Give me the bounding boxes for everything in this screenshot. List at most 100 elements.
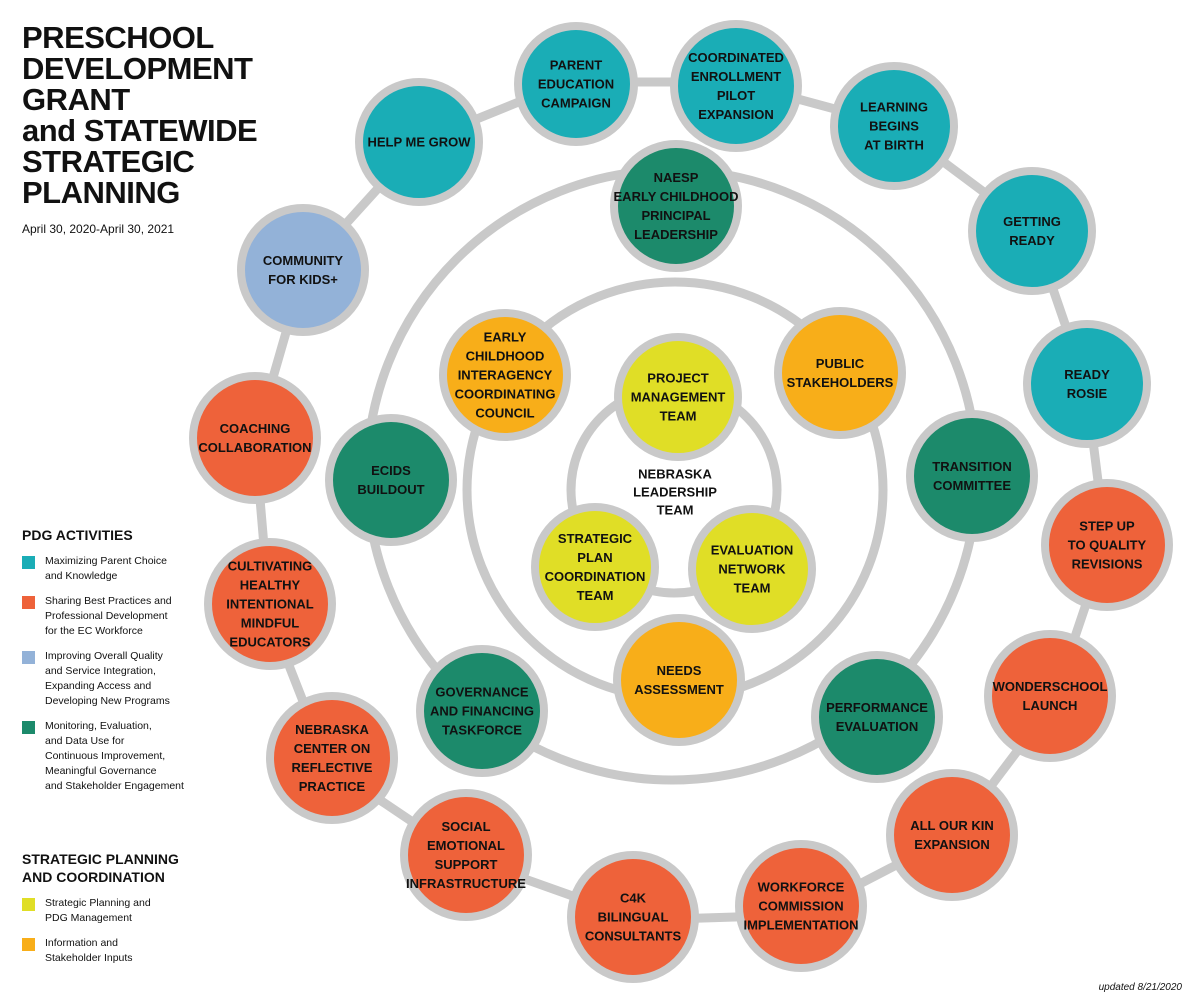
- node-circle: [811, 651, 943, 783]
- node-label-line: WORKFORCE: [758, 880, 845, 895]
- legend-swatch-green: [22, 721, 35, 734]
- node-circle: [266, 692, 398, 824]
- node-label-line: CENTER ON: [294, 741, 371, 756]
- legend-swatch-blue: [22, 651, 35, 664]
- node-circle: [400, 789, 532, 921]
- node-circle: [774, 307, 906, 439]
- node-label-line: PARENT: [550, 58, 603, 73]
- node-label-line: FOR KIDS+: [268, 272, 338, 287]
- node: LEARNING BEGINS AT BIRTH: [830, 62, 958, 190]
- title-block: PRESCHOOL DEVELOPMENT GRANT and STATEWID…: [22, 22, 342, 236]
- node: CULTIVATING HEALTHY INTENTIONAL MINDFUL EDUC…: [204, 538, 336, 670]
- legend-title: PDG ACTIVITIES: [22, 527, 133, 543]
- node-circle: [1041, 479, 1173, 611]
- node-label-line: ROSIE: [1067, 386, 1108, 401]
- node-label-line: COORDINATING: [455, 387, 556, 402]
- node-label-line: COORDINATED: [688, 50, 784, 65]
- node-label-line: MANAGEMENT: [631, 390, 726, 405]
- node-label-line: REVISIONS: [1072, 557, 1143, 572]
- node-label-line: MINDFUL: [241, 616, 300, 631]
- node-label-line: PLAN: [577, 550, 612, 565]
- node-label-line: CAMPAIGN: [541, 96, 611, 111]
- center-label-line: NEBRASKA: [638, 467, 712, 482]
- node-circle: [610, 140, 742, 272]
- node-circle: [514, 22, 638, 146]
- node-circle: [906, 410, 1038, 542]
- node-circle: [984, 630, 1116, 762]
- title-line: and STATEWIDE: [22, 113, 258, 148]
- title-line: DEVELOPMENT GRANT: [22, 51, 253, 117]
- node-circle: [1023, 320, 1151, 448]
- node-label-line: STRATEGIC: [558, 531, 633, 546]
- node-circle: [237, 204, 369, 336]
- node-label-line: NAESP: [654, 170, 699, 185]
- node-label-line: TEAM: [734, 581, 771, 596]
- node-label-line: EVALUATION: [836, 719, 919, 734]
- node-label-line: C4K: [620, 891, 647, 906]
- node-circle: [416, 645, 548, 777]
- node-label-line: BILINGUAL: [598, 910, 669, 925]
- node-label-line: TRANSITION: [932, 459, 1011, 474]
- node-label-line: COMMITTEE: [933, 478, 1011, 493]
- node-label-line: EXPANSION: [698, 107, 774, 122]
- node-label-line: GOVERNANCE: [435, 685, 529, 700]
- node-label-line: INTENTIONAL: [226, 597, 313, 612]
- node-label-line: STEP UP: [1079, 519, 1135, 534]
- node-circle: [613, 614, 745, 746]
- node-label-line: AND FINANCING: [430, 704, 534, 719]
- legend-item: Sharing Best Practices and Professional …: [22, 594, 192, 639]
- node-label-line: CULTIVATING: [228, 559, 313, 574]
- title-line: PRESCHOOL: [22, 20, 214, 55]
- node-label-line: CHILDHOOD: [466, 349, 545, 364]
- node-label-line: PRINCIPAL: [641, 208, 710, 223]
- node-label-line: BEGINS: [869, 119, 919, 134]
- node-label-line: PROJECT: [647, 371, 708, 386]
- legend-item: Strategic Planning and PDG Management: [22, 896, 192, 926]
- node-label-line: LEARNING: [860, 100, 928, 115]
- node-label-line: BUILDOUT: [357, 482, 424, 497]
- node-circle: [968, 167, 1096, 295]
- legend-item: Maximizing Parent Choice and Knowledge: [22, 554, 192, 584]
- node-label-line: AT BIRTH: [864, 138, 924, 153]
- legend-swatch-yellow: [22, 898, 35, 911]
- center-label-line: LEADERSHIP: [633, 485, 717, 500]
- node-label-line: EDUCATION: [538, 77, 614, 92]
- node: PARENT EDUCATION CAMPAIGN: [514, 22, 638, 146]
- node-label-line: COUNCIL: [475, 406, 534, 421]
- node-label-line: SOCIAL: [441, 819, 490, 834]
- node-label-line: SUPPORT: [435, 857, 498, 872]
- node-circle: [567, 851, 699, 983]
- node-circle: [531, 503, 659, 631]
- node-label-line: TEAM: [577, 588, 614, 603]
- node-circle: [830, 62, 958, 190]
- node-label-line: COACHING: [220, 421, 291, 436]
- title-line: STRATEGIC PLANNING: [22, 144, 195, 210]
- node-label-line: EDUCATORS: [229, 635, 310, 650]
- legend-title: STRATEGIC PLANNING AND COORDINATION: [22, 851, 179, 885]
- node-label-line: HEALTHY: [240, 578, 301, 593]
- legend-text: Information and Stakeholder Inputs: [45, 937, 133, 964]
- node-label: CULTIVATING HEALTHY INTENTIONAL MINDFUL EDUC…: [226, 559, 313, 650]
